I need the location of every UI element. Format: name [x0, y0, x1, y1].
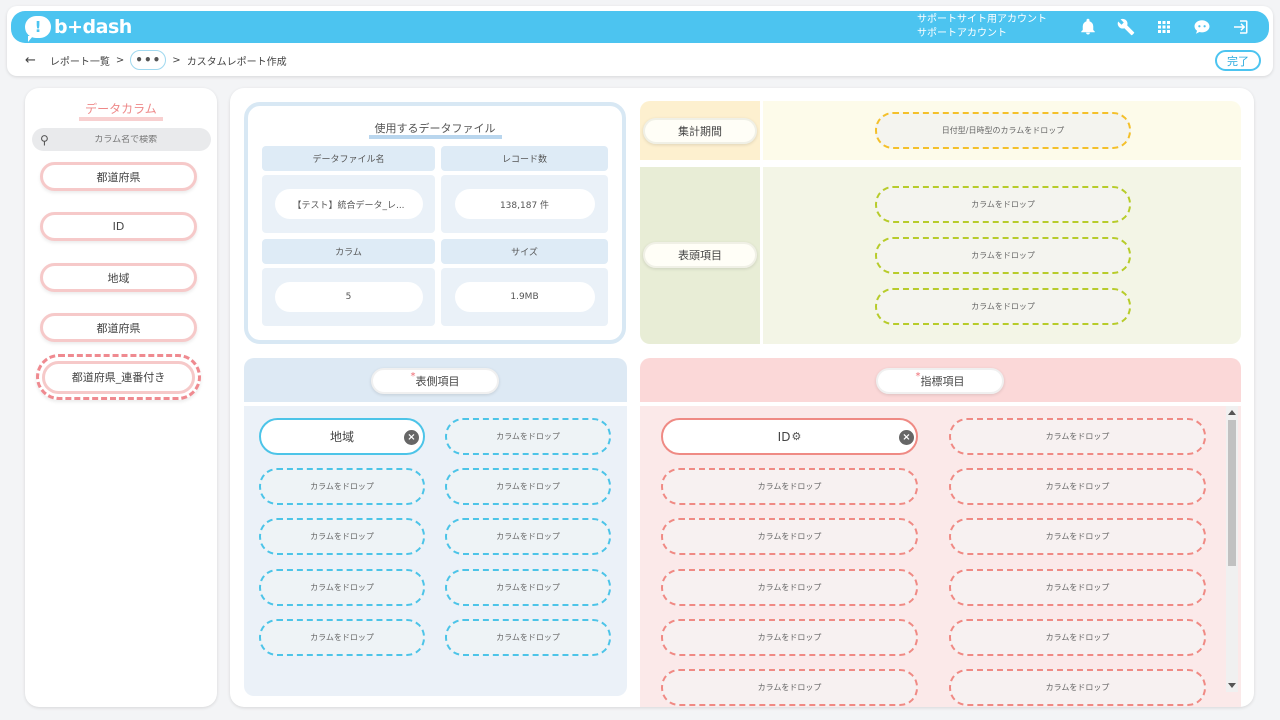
search-icon: ⚲	[40, 132, 49, 147]
scrollbar-thumb[interactable]	[1228, 420, 1236, 566]
period-drop-zone[interactable]: 日付型/日時型のカラムをドロップ	[875, 112, 1131, 149]
column-header-drop-zone[interactable]: カラムをドロップ	[875, 288, 1131, 325]
data-file-title: 使用するデータファイル	[248, 120, 622, 139]
row-drop-zone[interactable]: カラムをドロップ	[259, 518, 425, 555]
record-count-cell: 138,187 件	[441, 175, 608, 233]
row-items-header: *表側項目	[244, 358, 627, 402]
column-count-cell: 5	[262, 268, 435, 326]
metric-drop-zone[interactable]: カラムをドロップ	[661, 619, 918, 656]
account-name: サポートアカウント	[917, 28, 1007, 39]
metric-drop-zone[interactable]: カラムをドロップ	[661, 468, 918, 505]
grid-icon[interactable]	[1145, 15, 1183, 39]
metric-scrollbar[interactable]	[1226, 406, 1238, 692]
wrench-icon[interactable]	[1107, 15, 1145, 39]
account-site: サポートサイト用アカウント	[917, 14, 1047, 25]
scroll-up-icon[interactable]	[1228, 410, 1236, 415]
data-file-card: 使用するデータファイル データファイル名 レコード数 【テスト】統合データ_レ.…	[244, 102, 626, 344]
metric-items-body	[640, 406, 1241, 707]
breadcrumb-current: カスタムレポート作成	[186, 56, 287, 68]
data-column-panel: データカラム ⚲ 都道府県 ID 地域 都道府県 都道府県_連番付き	[25, 88, 217, 707]
metric-drop-zone[interactable]: カラムをドロップ	[949, 669, 1206, 706]
metric-drop-zone[interactable]: カラムをドロップ	[949, 468, 1206, 505]
column-header-drop-zone[interactable]: カラムをドロップ	[875, 237, 1131, 274]
remove-icon[interactable]: ×	[404, 430, 419, 445]
metric-drop-zone[interactable]: カラムをドロップ	[949, 619, 1206, 656]
file-name-header: データファイル名	[262, 146, 435, 171]
row-drop-zone[interactable]: カラムをドロップ	[445, 619, 611, 656]
logo-text: b+dash	[54, 16, 132, 38]
record-count-header: レコード数	[441, 146, 608, 171]
record-count-value: 138,187 件	[454, 189, 595, 219]
column-header-drop-zone[interactable]: カラムをドロップ	[875, 186, 1131, 223]
row-drop-zone[interactable]: カラムをドロップ	[259, 569, 425, 606]
row-item-value: 地域	[329, 430, 354, 444]
column-search: ⚲	[32, 128, 211, 151]
chat-icon[interactable]	[1183, 15, 1221, 39]
bell-icon[interactable]	[1069, 15, 1107, 39]
logout-icon[interactable]	[1221, 15, 1259, 39]
metric-drop-zone[interactable]: カラムをドロップ	[661, 669, 918, 706]
size-value: 1.9MB	[454, 282, 595, 312]
breadcrumb: ← レポート一覧 > ••• > カスタムレポート作成	[25, 50, 287, 70]
row-items-title: *表側項目	[371, 368, 499, 394]
breadcrumb-separator: >	[115, 54, 125, 66]
column-count-header: カラム	[262, 239, 435, 264]
file-name-cell: 【テスト】統合データ_レ...	[262, 175, 435, 233]
logo[interactable]: ! b+dash	[25, 15, 132, 42]
account-info[interactable]: サポートサイト用アカウント サポートアカウント	[917, 13, 1047, 41]
metric-drop-zone[interactable]: カラムをドロップ	[661, 569, 918, 606]
column-item[interactable]: ID	[40, 212, 197, 241]
file-name-value: 【テスト】統合データ_レ...	[274, 189, 423, 219]
column-item-label: 都道府県_連番付き	[42, 360, 195, 394]
required-mark: *	[915, 370, 921, 382]
header-card: ! b+dash サポートサイト用アカウント サポートアカウント	[7, 6, 1273, 76]
row-drop-zone[interactable]: カラムをドロップ	[445, 468, 611, 505]
metric-items-header: *指標項目	[640, 358, 1241, 402]
column-search-input[interactable]	[60, 134, 191, 145]
top-bar: ! b+dash サポートサイト用アカウント サポートアカウント	[11, 11, 1269, 43]
metric-drop-zone[interactable]: カラムをドロップ	[661, 518, 918, 555]
row-drop-zone[interactable]: カラムをドロップ	[259, 619, 425, 656]
done-button[interactable]: 完了	[1215, 50, 1261, 71]
row-item-filled[interactable]: 地域 ×	[259, 418, 425, 455]
row-drop-zone[interactable]: カラムをドロップ	[445, 418, 611, 455]
row-drop-zone[interactable]: カラムをドロップ	[445, 518, 611, 555]
breadcrumb-separator: >	[172, 54, 181, 66]
size-header: サイズ	[441, 239, 608, 264]
row-drop-zone[interactable]: カラムをドロップ	[445, 569, 611, 606]
back-arrow-icon[interactable]: ←	[25, 52, 36, 68]
column-item[interactable]: 都道府県	[40, 313, 197, 342]
column-count-value: 5	[274, 282, 423, 312]
report-builder-panel: 使用するデータファイル データファイル名 レコード数 【テスト】統合データ_レ.…	[230, 88, 1254, 707]
data-column-title: データカラム	[25, 100, 217, 121]
column-item[interactable]: 都道府県	[40, 162, 197, 191]
metric-drop-zone[interactable]: カラムをドロップ	[949, 418, 1206, 455]
metric-item-filled[interactable]: ID⚙ ×	[661, 418, 918, 455]
column-item-dragging[interactable]: 都道府県_連番付き	[36, 354, 201, 400]
breadcrumb-report-list[interactable]: レポート一覧	[49, 56, 110, 68]
period-label: 集計期間	[643, 118, 757, 144]
metric-drop-zone[interactable]: カラムをドロップ	[949, 518, 1206, 555]
column-header-label: 表頭項目	[643, 242, 757, 268]
breadcrumb-more-button[interactable]: •••	[130, 50, 167, 70]
remove-icon[interactable]: ×	[899, 430, 914, 445]
scroll-down-icon[interactable]	[1228, 683, 1236, 688]
gear-icon[interactable]: ⚙	[791, 430, 802, 443]
row-drop-zone[interactable]: カラムをドロップ	[259, 468, 425, 505]
required-mark: *	[410, 370, 416, 382]
logo-bubble-icon: !	[25, 16, 51, 42]
metric-items-title: *指標項目	[876, 368, 1004, 394]
size-cell: 1.9MB	[441, 268, 608, 326]
metric-item-value: ID	[777, 429, 791, 444]
column-item[interactable]: 地域	[40, 263, 197, 292]
metric-drop-zone[interactable]: カラムをドロップ	[949, 569, 1206, 606]
